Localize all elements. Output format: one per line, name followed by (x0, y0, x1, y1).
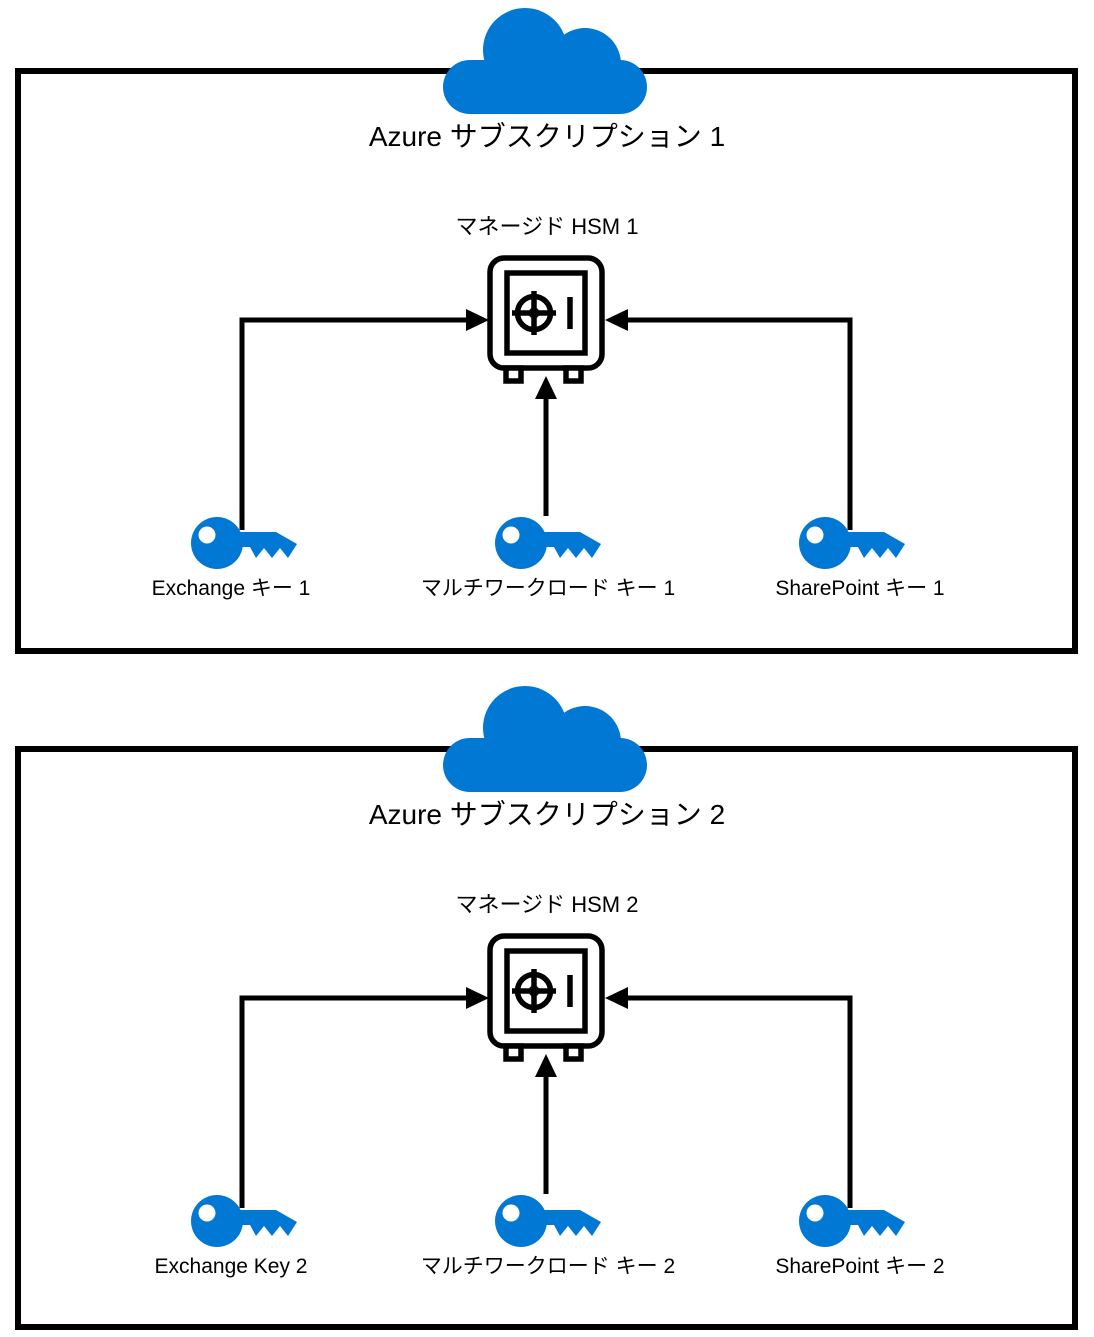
key-label: SharePoint キー 1 (775, 577, 945, 600)
key-icon (494, 1192, 604, 1250)
key-label: SharePoint キー 2 (775, 1255, 945, 1278)
subscription-section-2: Azure サブスクリプション 2 マネージド HSM 2 Exchange K… (0, 678, 1094, 1337)
subscription-section-1: Azure サブスクリプション 1 マネージド HSM 1 Exchange キ… (15, 0, 1078, 654)
key-label: マルチワークロード キー 2 (420, 1255, 676, 1278)
cloud-icon (437, 4, 653, 118)
hsm-label: マネージド HSM 1 (455, 214, 639, 239)
subscription-title: Azure サブスクリプション 2 (368, 799, 726, 830)
safe-vault-icon (486, 932, 606, 1064)
key-label: Exchange キー 1 (151, 577, 311, 600)
key-icon (798, 514, 908, 572)
key-label: マルチワークロード キー 1 (420, 577, 676, 600)
key-icon (190, 514, 300, 572)
hsm-label: マネージド HSM 2 (455, 892, 639, 917)
key-icon (494, 514, 604, 572)
cloud-icon (437, 682, 653, 796)
key-icon (798, 1192, 908, 1250)
safe-vault-icon (486, 254, 606, 386)
subscription-title: Azure サブスクリプション 1 (368, 121, 726, 152)
key-icon (190, 1192, 300, 1250)
key-label: Exchange Key 2 (154, 1255, 308, 1278)
